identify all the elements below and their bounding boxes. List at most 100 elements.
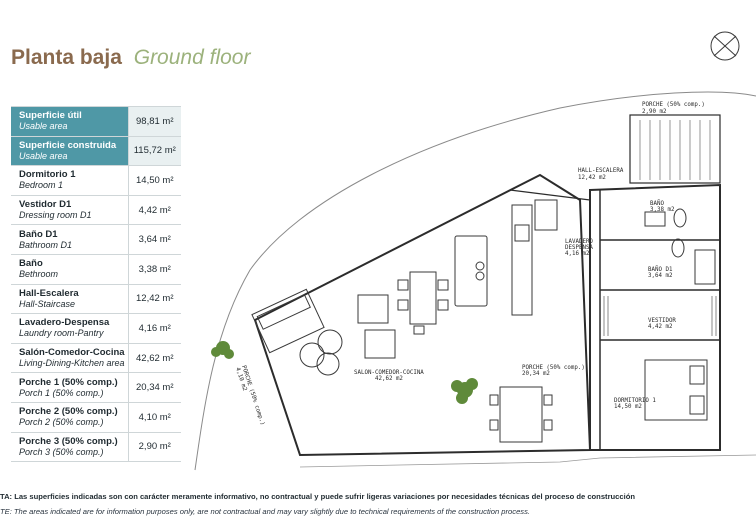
disclaimer-es: TA: Las superficies indicadas son con ca… (0, 492, 635, 501)
area-dormitorio: 14,50 m2 (614, 404, 642, 410)
room-area-value: 4,42 m² (127, 195, 181, 226)
area-porche1: 20,34 m2 (522, 371, 550, 377)
room-area-value: 42,62 m² (127, 343, 181, 374)
label-hall: HALL-ESCALERA (578, 168, 624, 174)
terrace-dining (489, 386, 553, 443)
room-area-value: 4,16 m² (127, 313, 181, 344)
plant (211, 341, 478, 404)
bathroom-fixtures (644, 208, 716, 285)
wall (509, 189, 591, 201)
label-dormitorio: DORMITORIO 1 (614, 398, 656, 404)
room-name-es: Porche 2 (50% comp.) (19, 406, 118, 418)
plot-boundary-right (299, 454, 756, 468)
area-row: Porche 2 (50% comp.)Porch 2 (50% comp.)4… (11, 402, 181, 433)
room-name-en: Bethroom (19, 269, 59, 280)
label-porche1: PORCHE (50% comp.) (522, 365, 585, 371)
room-name-es: Lavadero-Despensa (19, 317, 110, 329)
kitchen-counter (511, 199, 558, 316)
kitchen-island (454, 235, 488, 307)
compass (710, 31, 740, 61)
title-en: Ground floor (133, 46, 251, 69)
room-name-cell: Porche 2 (50% comp.)Porch 2 (50% comp.) (11, 402, 128, 433)
area-vestidor: 4,42 m2 (648, 324, 672, 330)
room-area-value: 3,64 m² (127, 224, 181, 255)
title-es: Planta baja (11, 46, 122, 69)
room-name-en: Usable area (19, 121, 68, 132)
sofa (251, 288, 325, 354)
area-porche3: 2,90 m2 (642, 109, 666, 115)
room-area-value: 12,42 m² (127, 284, 181, 315)
area-lavadero: 4,16 m2 (565, 251, 589, 257)
room-name-es: Superficie construida (19, 139, 117, 151)
label-vestidor: VESTIDOR (648, 318, 676, 324)
disclaimer-en: TE: The areas indicated are for informat… (0, 507, 531, 516)
room-name-en: Living-Dining-Kitchen area (19, 358, 125, 369)
room-name-es: Baño D1 (19, 228, 58, 240)
area-banod1: 3,64 m2 (648, 273, 672, 279)
staircase (629, 114, 721, 184)
room-name-en: Porch 1 (50% comp.) (19, 387, 104, 398)
room-name-en: Porch 2 (50% comp.) (19, 417, 104, 428)
label-bano: BAÑO (650, 200, 664, 207)
page-title: Planta baja Ground floor (11, 46, 250, 70)
room-name-en: Bedroom 1 (19, 180, 64, 191)
label-lavadero: LAVADERO (565, 239, 593, 245)
room-name-en: Laundry room-Pantry (19, 328, 104, 339)
dining-table (397, 271, 449, 335)
room-area-value: 115,72 m² (127, 136, 181, 167)
coffee-table (299, 329, 343, 376)
room-area-value: 14,50 m² (127, 165, 181, 196)
room-area-value: 4,10 m² (127, 402, 181, 433)
area-row: Porche 3 (50% comp.)Porch 3 (50% comp.)2… (11, 432, 181, 463)
label-porche2: PORCHE (50% comp.) (240, 365, 265, 427)
room-name-cell: Porche 1 (50% comp.)Porch 1 (50% comp.) (11, 372, 128, 403)
room-name-en: Porch 3 (50% comp.) (19, 446, 104, 457)
wardrobe (603, 296, 717, 336)
armchair (364, 329, 396, 359)
room-area-value: 98,81 m² (127, 106, 181, 137)
area-hall: 12,42 m2 (578, 175, 606, 181)
room-name-es: Dormitorio 1 (19, 169, 76, 181)
room-area-value: 3,38 m² (127, 254, 181, 285)
room-name-en: Usable area (19, 150, 68, 161)
room-name-es: Hall-Escalera (19, 287, 79, 299)
room-name-es: Porche 1 (50% comp.) (19, 376, 118, 388)
room-name-es: Porche 3 (50% comp.) (19, 435, 118, 447)
room-name-es: Superficie útil (19, 110, 82, 122)
room-name-cell: Porche 3 (50% comp.)Porch 3 (50% comp.) (11, 432, 128, 463)
label-banod1: BAÑO D1 (648, 266, 673, 273)
room-area-value: 2,90 m² (127, 432, 181, 463)
right-wing-walls (589, 183, 721, 451)
label-despensa: DESPENSA (565, 245, 593, 251)
label-porche3: PORCHE (50% comp.) (642, 102, 705, 108)
armchair (357, 294, 389, 324)
living-room-walls (253, 173, 592, 457)
area-salon: 42,62 m2 (375, 376, 403, 382)
room-area-value: 20,34 m² (127, 372, 181, 403)
room-name-en: Dressing room D1 (19, 210, 92, 221)
area-bano: 3,38 m2 (650, 207, 674, 213)
bed (644, 359, 708, 421)
room-name-es: Vestidor D1 (19, 199, 72, 211)
area-row: Porche 1 (50% comp.)Porch 1 (50% comp.)2… (11, 372, 181, 403)
label-salon: SALON-COMEDOR-COCINA (354, 370, 424, 376)
room-name-es: Baño (19, 258, 43, 270)
